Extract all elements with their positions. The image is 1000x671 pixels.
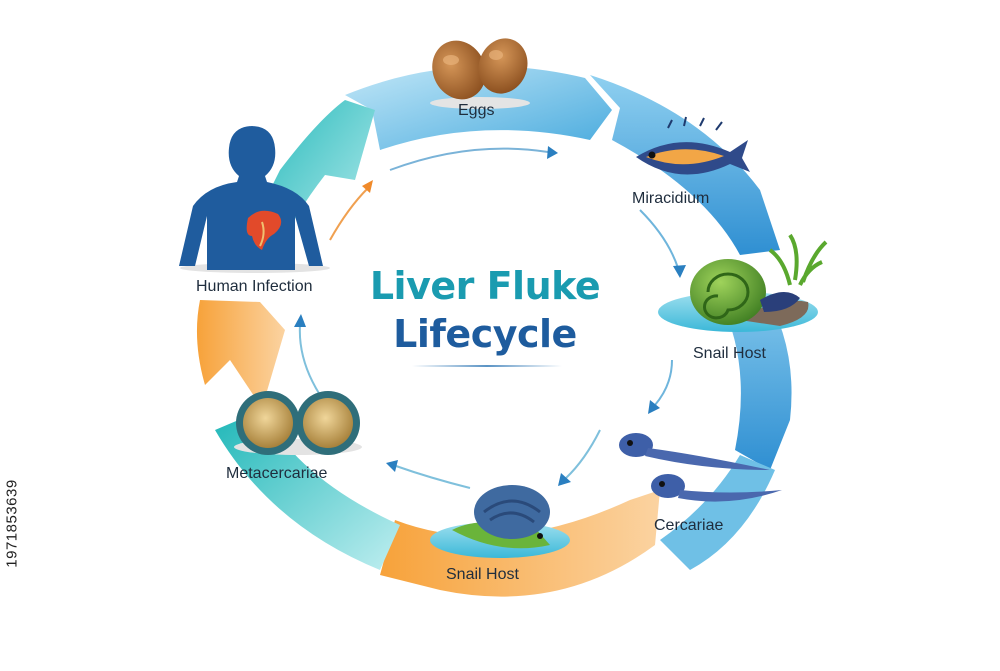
snail-icon xyxy=(658,233,828,332)
stage-label-snail-host-2: Snail Host xyxy=(446,566,519,583)
fish-icon xyxy=(636,116,750,175)
stage-label-miracidium: Miracidium xyxy=(632,190,710,207)
stage-label-metacercariae: Metacercariae xyxy=(226,465,328,482)
egg-icon xyxy=(430,38,530,109)
tadpole-icon xyxy=(619,433,782,502)
stage-label-eggs: Eggs xyxy=(458,102,495,119)
title-underline xyxy=(412,365,562,367)
stage-label-cercariae: Cercariae xyxy=(654,517,724,534)
liver-icon xyxy=(246,210,282,250)
stock-id-text: 1971853639 xyxy=(3,479,21,568)
diagram-title-line2: Lifecycle xyxy=(393,312,577,356)
cyst-icon xyxy=(234,391,362,455)
stock-id-watermark: 1971853639 xyxy=(2,425,21,625)
human-silhouette-icon xyxy=(179,126,330,273)
stage-label-snail-host-1: Snail Host xyxy=(693,345,766,362)
inner-arrows xyxy=(294,146,686,489)
snail-icon xyxy=(430,485,570,558)
diagram-title-line1: Liver Fluke xyxy=(369,264,601,308)
stage-label-human-infection: Human Infection xyxy=(196,278,313,295)
